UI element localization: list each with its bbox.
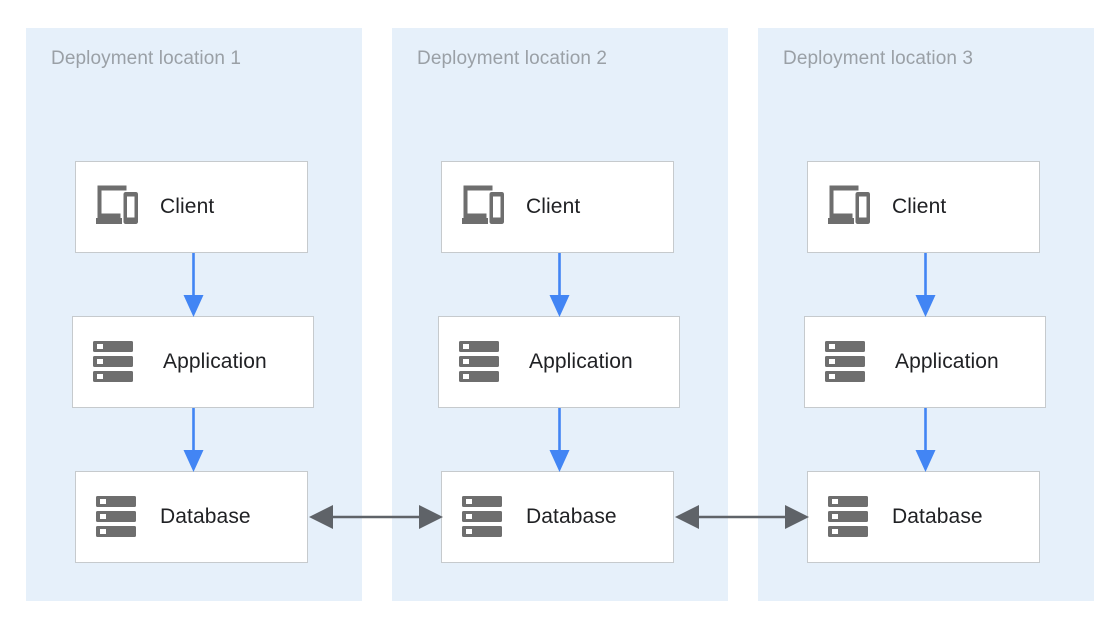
node-client-1[interactable]: Client <box>75 161 308 253</box>
server-icon <box>459 341 499 382</box>
panel-title-3: Deployment location 3 <box>783 48 974 69</box>
node-client-2[interactable]: Client <box>441 161 674 253</box>
node-application-2[interactable]: Application <box>438 316 680 408</box>
server-icon <box>96 496 136 537</box>
devices-icon <box>828 185 870 224</box>
deployment-location-panel-2: Deployment location 2 Client Application <box>392 28 728 601</box>
panel-title-2: Deployment location 2 <box>417 48 608 69</box>
node-database-2[interactable]: Database <box>441 471 674 563</box>
node-label-client-1: Client <box>160 195 215 218</box>
deployment-location-panel-1: Deployment location 1 Client Application <box>26 28 362 601</box>
devices-icon <box>96 185 138 224</box>
node-label-application-2: Application <box>529 350 633 373</box>
server-icon <box>825 341 865 382</box>
server-icon <box>828 496 868 537</box>
devices-icon <box>462 185 504 224</box>
node-client-3[interactable]: Client <box>807 161 1040 253</box>
node-application-1[interactable]: Application <box>72 316 314 408</box>
deployment-location-panel-3: Deployment location 3 Client Application <box>758 28 1094 601</box>
node-label-database-1: Database <box>160 505 251 528</box>
node-label-database-2: Database <box>526 505 617 528</box>
node-label-application-3: Application <box>895 350 999 373</box>
node-database-3[interactable]: Database <box>807 471 1040 563</box>
node-application-3[interactable]: Application <box>804 316 1046 408</box>
server-icon <box>93 341 133 382</box>
server-icon <box>462 496 502 537</box>
node-database-1[interactable]: Database <box>75 471 308 563</box>
node-label-application-1: Application <box>163 350 267 373</box>
node-label-client-2: Client <box>526 195 581 218</box>
panel-title-1: Deployment location 1 <box>51 48 242 69</box>
node-label-client-3: Client <box>892 195 947 218</box>
node-label-database-3: Database <box>892 505 983 528</box>
